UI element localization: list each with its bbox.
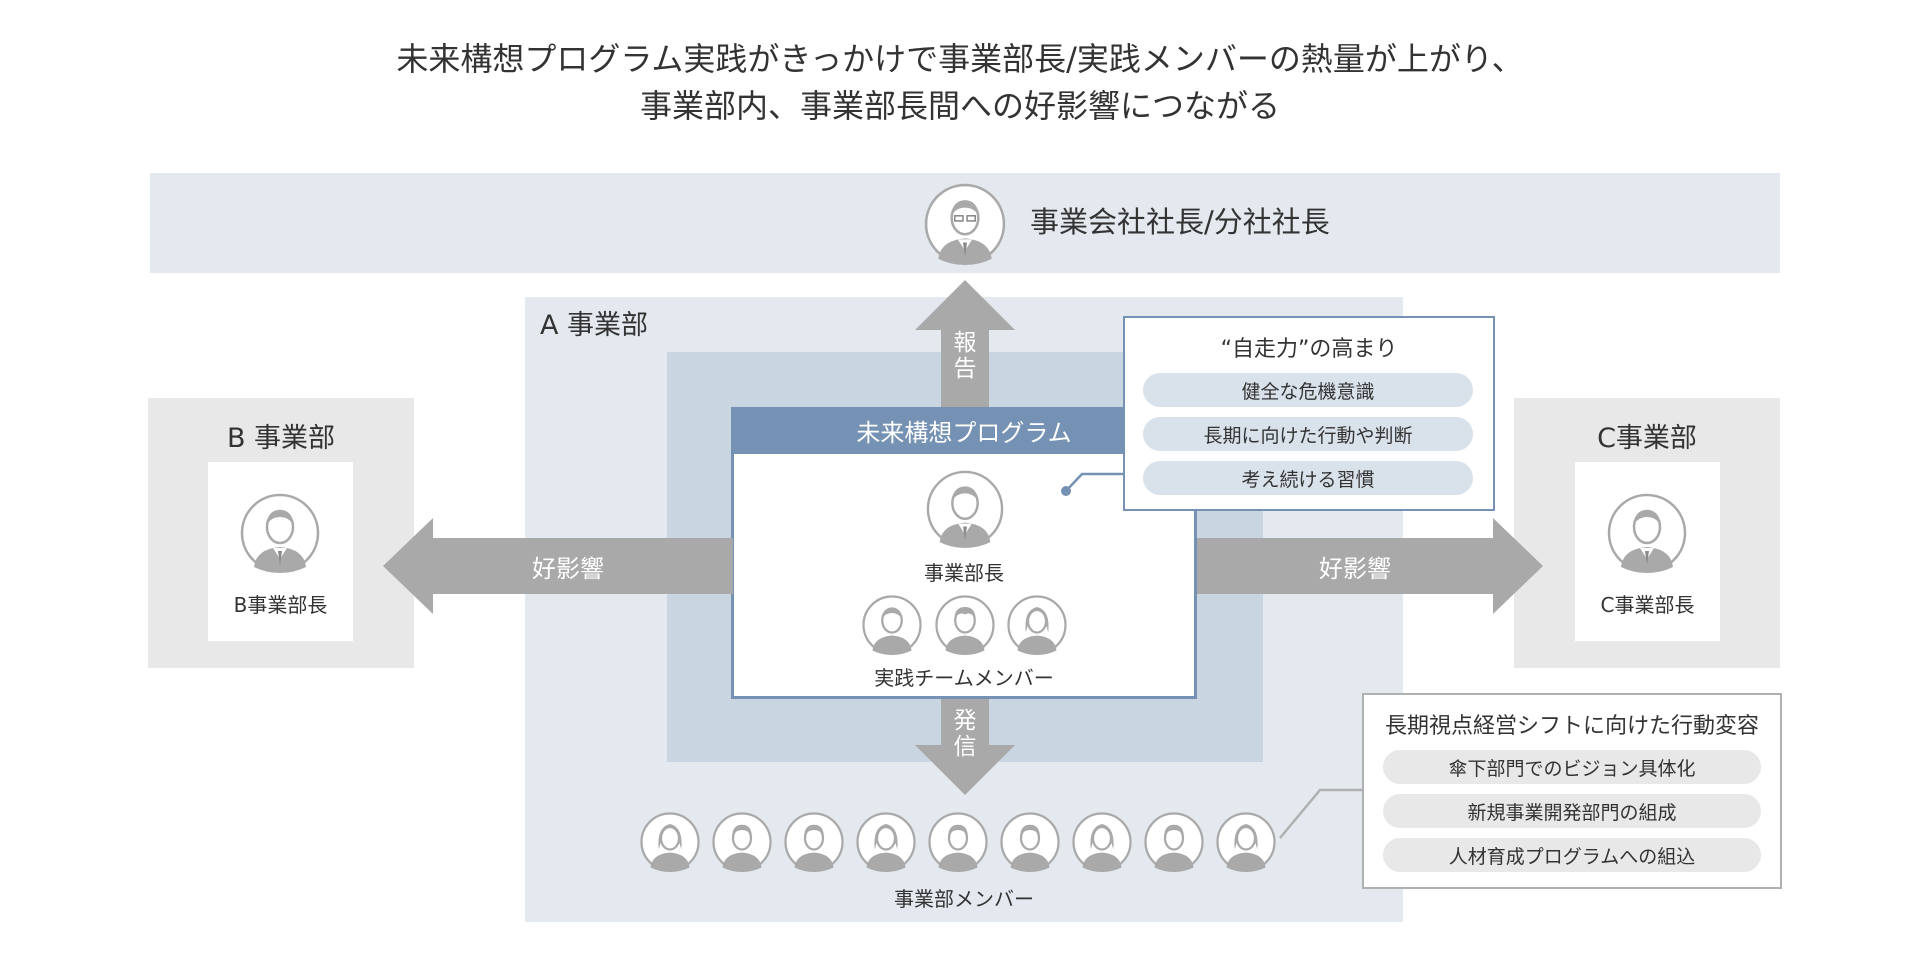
division-member-avatar-icon — [784, 812, 844, 872]
division-member-avatar-icon — [640, 812, 700, 872]
division-members-label: 事業部メンバー — [894, 886, 1034, 911]
division-c-label: C事業部 — [1597, 422, 1697, 454]
right-influence-label: 好影響 — [1319, 554, 1391, 583]
broadcast-char-1: 発 — [953, 708, 977, 734]
division-member-avatar-icon — [1072, 812, 1132, 872]
division-member-avatar-icon — [1144, 812, 1204, 872]
division-b-head-avatar-icon — [240, 493, 320, 573]
behavior-callout-connector — [1279, 788, 1366, 839]
self-drive-item: 長期に向けた行動や判断 — [1143, 417, 1473, 451]
title-line-2: 事業部内、事業部長間への好影響につながる — [639, 87, 1280, 125]
division-c-head-label: C事業部長 — [1600, 592, 1695, 617]
division-member-avatar-icon — [1216, 812, 1276, 872]
team-member-avatar-icon — [862, 595, 922, 655]
behavior-change-item: 傘下部門でのビジョン具体化 — [1383, 750, 1761, 784]
report-arrow-label: 報 告 — [941, 330, 989, 382]
team-members-label: 実践チームメンバー — [874, 665, 1054, 690]
executive-avatar-icon — [924, 183, 1006, 265]
division-member-avatar-icon — [928, 812, 988, 872]
division-head-label: 事業部長 — [924, 560, 1004, 585]
broadcast-arrow — [915, 699, 1015, 795]
division-head-avatar-icon — [926, 470, 1004, 548]
diagram-title: 未来構想プログラム実践がきっかけで事業部長/実践メンバーの熱量が上がり、 事業部… — [0, 36, 1920, 130]
division-members-row — [640, 812, 1285, 872]
executive-label: 事業会社社長/分社社長 — [1030, 205, 1330, 239]
self-drive-item: 健全な危機意識 — [1143, 373, 1473, 407]
behavior-change-title: 長期視点経営シフトに向けた行動変容 — [1384, 714, 1759, 739]
right-influence-arrow — [1197, 518, 1543, 614]
division-member-avatar-icon — [712, 812, 772, 872]
report-char-1: 報 — [953, 330, 977, 356]
division-member-avatar-icon — [1000, 812, 1060, 872]
team-member-avatar-icon — [1007, 595, 1067, 655]
left-influence-label: 好影響 — [532, 554, 604, 583]
division-b-label: B 事業部 — [226, 422, 336, 454]
broadcast-arrow-label: 発 信 — [941, 708, 989, 760]
self-drive-title: “自走力”の高まり — [1220, 337, 1398, 362]
program-title: 未来構想プログラム — [731, 407, 1197, 454]
report-arrow — [915, 280, 1015, 408]
report-char-2: 告 — [953, 356, 977, 382]
behavior-change-item: 新規事業開発部門の組成 — [1383, 794, 1761, 828]
broadcast-char-2: 信 — [953, 734, 977, 760]
team-member-avatar-icon — [935, 595, 995, 655]
title-line-1: 未来構想プログラム実践がきっかけで事業部長/実践メンバーの熱量が上がり、 — [396, 40, 1524, 78]
left-influence-arrow — [383, 518, 733, 614]
self-drive-item: 考え続ける習慣 — [1143, 461, 1473, 495]
division-member-avatar-icon — [856, 812, 916, 872]
callout-connector — [1061, 472, 1130, 496]
behavior-change-item: 人材育成プログラムへの組込 — [1383, 838, 1761, 872]
division-c-head-avatar-icon — [1607, 493, 1687, 573]
division-b-head-label: B事業部長 — [233, 592, 328, 617]
division-a-label: A 事業部 — [540, 310, 649, 341]
